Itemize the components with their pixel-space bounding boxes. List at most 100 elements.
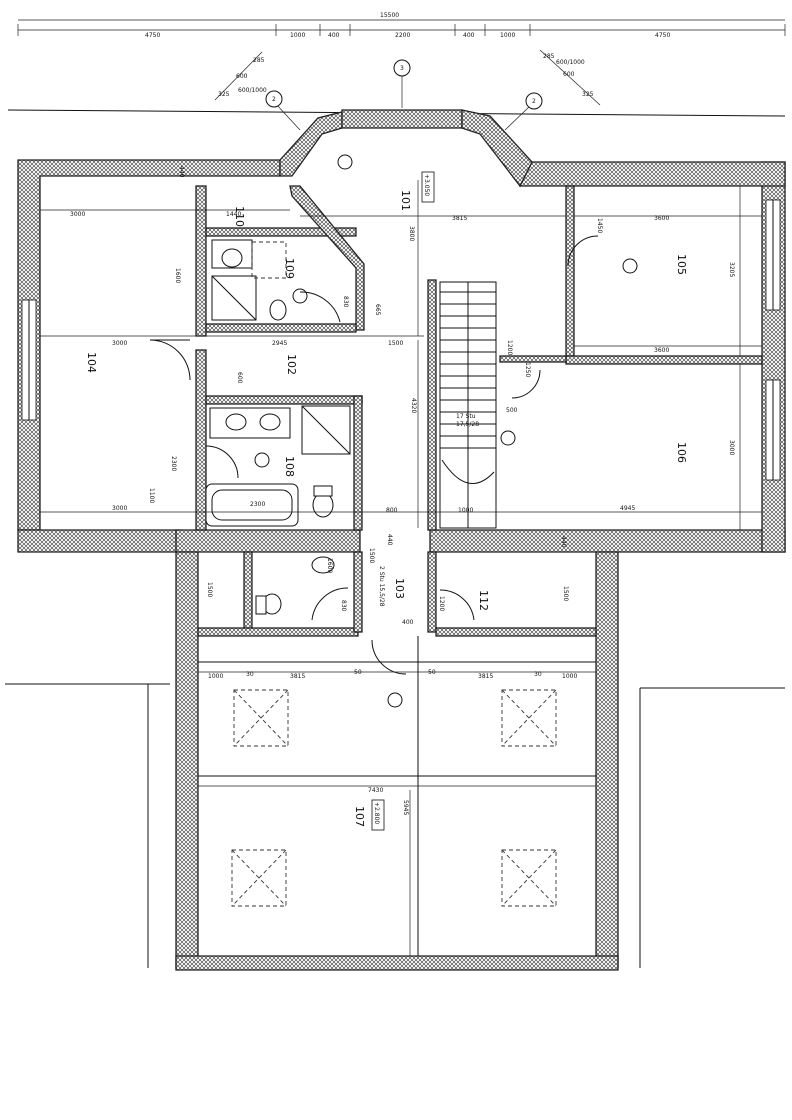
dim-400: 400: [402, 619, 414, 626]
dim-50b: 50: [428, 669, 436, 676]
dim-110-width: 1440: [226, 211, 241, 218]
doors: [149, 235, 599, 675]
room-label-112: 112: [477, 590, 490, 611]
dim-102-width: 2945: [272, 340, 287, 347]
dim-top-1000b: 1000: [500, 32, 515, 39]
dim-top-right: 4750: [655, 32, 670, 39]
staircase: 17 Stu 17,5/28: [439, 281, 497, 529]
dimension-texts: 3000 3000 3000 2945 1440 1600 3800 3815 …: [70, 166, 735, 815]
dim-103-stair: 2 Stu 15,5/28: [378, 566, 385, 607]
fixtures: [205, 154, 638, 708]
dim-500: 500: [506, 407, 518, 414]
dim-1100: 1100: [148, 488, 155, 503]
axis-markers: 3 2 2 325 600 285 600/1000 285 600 325 6…: [214, 49, 601, 131]
skylight: [501, 689, 557, 747]
top-dimension-chain: 4750 1000 400 2200 400 1000 4750 15500: [17, 12, 786, 39]
dim-1600: 1600: [326, 558, 333, 573]
dim-bay-right-3: 325: [582, 91, 594, 98]
dim-104-bottom: 3000: [112, 505, 127, 512]
dim-440c: 440: [560, 536, 567, 548]
dim-30a: 30: [246, 671, 254, 678]
exterior-walls: [17, 109, 786, 971]
dim-106-height: 3000: [728, 440, 735, 455]
dim-bay-left-3: 285: [253, 57, 265, 64]
room-label-101: 101: [399, 190, 412, 211]
room-label-107: 107: [353, 806, 366, 827]
dim-830b: 830: [340, 600, 347, 612]
dim-attic-width-right: 3815: [478, 673, 493, 680]
dim-106-width: 4945: [620, 505, 635, 512]
axis-marker-right: 2: [532, 98, 536, 105]
dim-top-center: 2200: [395, 32, 410, 39]
dim-1500-right: 1500: [562, 586, 569, 601]
dim-attic-1000-right: 1000: [562, 673, 577, 680]
dim-bay-left-1: 325: [218, 91, 230, 98]
room-labels: 101 102 103 104 105 106 107 108 109 110 …: [85, 190, 688, 827]
dim-108-height: 2300: [170, 456, 177, 471]
interior-dimension-lines: [40, 180, 762, 956]
dim-top-1000a: 1000: [290, 32, 305, 39]
dim-bay-right-2: 600: [563, 71, 575, 78]
dim-bay-right-4: 600/1000: [556, 59, 585, 66]
room-label-103: 103: [393, 578, 406, 599]
dim-1500x: 1500: [368, 548, 375, 563]
dim-bay-right-1: 285: [543, 53, 555, 60]
stair-ratio: 17,5/28: [456, 421, 479, 428]
skylight: [233, 689, 289, 747]
windows: [21, 199, 781, 481]
room-label-108: 108: [283, 456, 296, 477]
dim-105-width-2: 3600: [654, 347, 669, 354]
dim-1450: 1450: [596, 218, 603, 233]
dim-1200: 1200: [506, 340, 513, 355]
room-label-109: 109: [283, 258, 296, 279]
dim-101-horizontal: 3815: [452, 215, 467, 222]
dim-1200b: 1200: [438, 596, 445, 611]
dim-830a: 830: [342, 296, 349, 308]
level-mark-main: +3.050: [423, 174, 430, 196]
dim-440b: 440: [386, 534, 393, 546]
dim-102-vertical: 4320: [410, 398, 417, 413]
dim-50a: 50: [354, 669, 362, 676]
dim-105-height: 3205: [728, 262, 735, 277]
dim-bathtub: 2300: [250, 501, 265, 508]
dim-30b: 30: [534, 671, 542, 678]
dim-665: 665: [374, 304, 381, 316]
dim-104-mid: 3000: [112, 340, 127, 347]
dim-1500-left: 1500: [206, 582, 213, 597]
stair-steps: 17 Stu: [456, 413, 476, 420]
attic-area: [198, 636, 596, 956]
dim-440a: 440: [178, 166, 185, 178]
axis-marker-center: 3: [400, 65, 404, 72]
dim-attic-1000-left: 1000: [208, 673, 223, 680]
skylight: [501, 849, 557, 907]
dim-109-height: 1600: [174, 268, 181, 283]
interior-walls: [195, 185, 763, 637]
dim-attic-width-left: 3815: [290, 673, 305, 680]
dim-600: 600: [236, 372, 243, 384]
dim-attic-height: 5945: [402, 800, 409, 815]
dim-104-width: 3000: [70, 211, 85, 218]
room-label-110: 110: [233, 206, 246, 227]
dim-top-400a: 400: [328, 32, 340, 39]
dim-1250: 1250: [524, 362, 531, 377]
dim-attic-total: 7430: [368, 787, 383, 794]
dim-bay-left-2: 600: [236, 73, 248, 80]
dim-hall-1500: 1500: [388, 340, 403, 347]
dim-top-left: 4750: [145, 32, 160, 39]
room-label-104: 104: [85, 352, 98, 373]
axis-marker-left: 2: [272, 96, 276, 103]
level-marks: +3.050 +2.800: [371, 171, 435, 831]
level-mark-attic: +2.800: [373, 802, 380, 824]
room-label-106: 106: [675, 442, 688, 463]
room-label-105: 105: [675, 254, 688, 275]
room-label-102: 102: [285, 354, 298, 375]
dim-bay-left-4: 600/1000: [238, 87, 267, 94]
dim-top-overall: 15500: [380, 12, 399, 19]
dim-1000: 1000: [458, 507, 473, 514]
dim-800: 800: [386, 507, 398, 514]
dim-top-400b: 400: [463, 32, 475, 39]
dim-105-width: 3600: [654, 215, 669, 222]
skylight: [231, 849, 287, 907]
